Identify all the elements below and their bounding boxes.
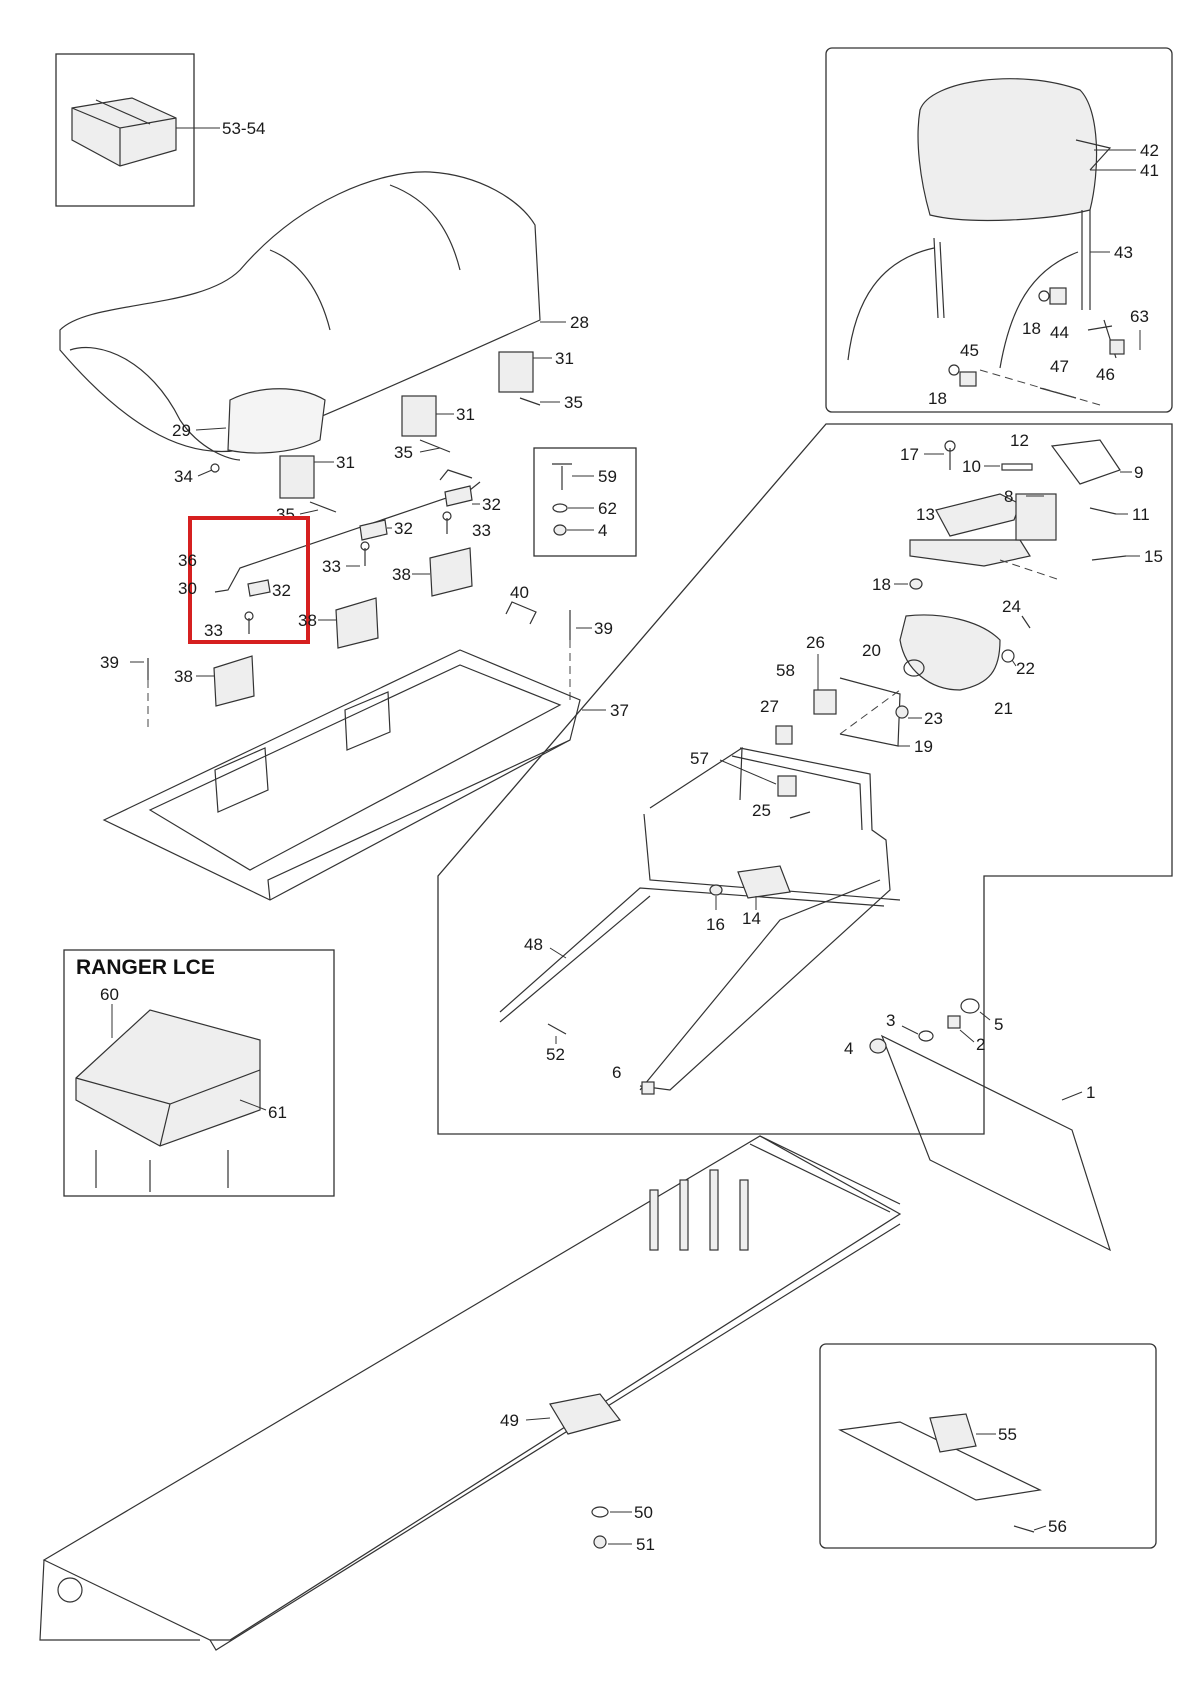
hardware-box: 59 62 4 (533, 447, 637, 557)
latch-rod: 32 32 33 33 (214, 469, 501, 593)
callout-56: 56 (1048, 1517, 1067, 1536)
callout-38-c: 38 (174, 667, 193, 686)
callout-10: 10 (962, 457, 981, 476)
callout-9: 9 (1134, 463, 1143, 482)
callout-15: 15 (1144, 547, 1163, 566)
ranger-lce-inset: RANGER LCE 60 61 (63, 949, 335, 1197)
callout-26: 26 (806, 633, 825, 652)
callout-22: 22 (1016, 659, 1035, 678)
callout-38-a: 38 (392, 565, 411, 584)
callout-50: 50 (634, 1503, 653, 1522)
callout-4-a: 4 (598, 521, 607, 540)
callout-20: 20 (862, 641, 881, 660)
callout-14: 14 (742, 909, 761, 928)
callout-34: 34 (174, 467, 193, 486)
callout-40: 40 (510, 583, 529, 602)
callout-18-c: 18 (872, 575, 891, 594)
callout-32-b: 32 (394, 519, 413, 538)
callout-55: 55 (998, 1425, 1017, 1444)
callout-44: 44 (1050, 323, 1069, 342)
callout-36: 36 (178, 551, 197, 570)
callout-31-b: 31 (456, 405, 475, 424)
callout-48: 48 (524, 935, 543, 954)
callout-5: 5 (994, 1015, 1003, 1034)
callout-29: 29 (172, 421, 191, 440)
callout-46: 46 (1096, 365, 1115, 384)
hinges: 31 35 31 35 31 35 34 (174, 349, 583, 524)
callout-62: 62 (598, 499, 617, 518)
tunnel-chassis: 49 50 51 (39, 1135, 902, 1651)
callout-33-a: 33 (472, 521, 491, 540)
callout-63: 63 (1130, 307, 1149, 326)
inset-title: RANGER LCE (76, 956, 215, 979)
inset-part-53-54: 53-54 (55, 53, 265, 207)
callout-18-a: 18 (1022, 319, 1041, 338)
callout-31-c: 31 (336, 453, 355, 472)
callout-13: 13 (916, 505, 935, 524)
callout-1: 1 (1086, 1083, 1095, 1102)
callout-27: 27 (760, 697, 779, 716)
callout-3: 3 (886, 1011, 895, 1030)
callout-35-a: 35 (564, 393, 583, 412)
callout-57: 57 (690, 749, 709, 768)
callout-39-b: 39 (100, 653, 119, 672)
callout-49: 49 (500, 1411, 519, 1430)
callout-25: 25 (752, 801, 771, 820)
seat: 28 29 (59, 171, 589, 461)
callout-60: 60 (100, 985, 119, 1004)
callout-38-b: 38 (298, 611, 317, 630)
callout-2: 2 (976, 1035, 985, 1054)
callout-33-c: 33 (204, 621, 223, 640)
callout-59: 59 (598, 467, 617, 486)
callout-33-b: 33 (322, 557, 341, 576)
callout-18-b: 18 (928, 389, 947, 408)
callout-32-c: 32 (272, 581, 291, 600)
callout-47: 47 (1050, 357, 1069, 376)
callout-52: 52 (546, 1045, 565, 1064)
highlight-box: 36 30 32 33 (178, 516, 310, 644)
callout-4-b: 4 (844, 1039, 853, 1058)
callout-45: 45 (960, 341, 979, 360)
callout-61: 61 (268, 1103, 287, 1122)
inset-part-55-56: 55 56 (819, 1343, 1157, 1549)
callout-35-b: 35 (394, 443, 413, 462)
callout-28: 28 (570, 313, 589, 332)
callout-12: 12 (1010, 431, 1029, 450)
seat-base-tray: 37 (102, 649, 629, 901)
callout-8: 8 (1004, 487, 1013, 506)
callout-51: 51 (636, 1535, 655, 1554)
callout-31-a: 31 (555, 349, 574, 368)
callout-30: 30 (178, 579, 197, 598)
backrest-box: 42 41 43 18 44 63 46 45 18 47 (825, 47, 1173, 413)
callout-43: 43 (1114, 243, 1133, 262)
retainers: 38 38 38 40 39 39 (100, 547, 613, 730)
callout-53-54: 53-54 (222, 119, 265, 138)
mud-flap: 1 4 3 2 5 (844, 998, 1112, 1252)
callout-16: 16 (706, 915, 725, 934)
callout-37: 37 (610, 701, 629, 720)
callout-11: 11 (1132, 505, 1150, 524)
callout-42: 42 (1140, 141, 1159, 160)
callout-24: 24 (1002, 597, 1021, 616)
callout-41: 41 (1140, 161, 1159, 180)
callout-39-a: 39 (594, 619, 613, 638)
callout-23: 23 (924, 709, 943, 728)
callout-17: 17 (900, 445, 919, 464)
callout-21: 21 (994, 699, 1013, 718)
rack-box: 17 10 12 9 8 11 13 15 18 24 22 21 20 26 … (437, 423, 1173, 1135)
callout-6: 6 (612, 1063, 621, 1082)
callout-32-a: 32 (482, 495, 501, 514)
callout-35-c: 35 (276, 505, 295, 524)
callout-58: 58 (776, 661, 795, 680)
callout-19: 19 (914, 737, 933, 756)
